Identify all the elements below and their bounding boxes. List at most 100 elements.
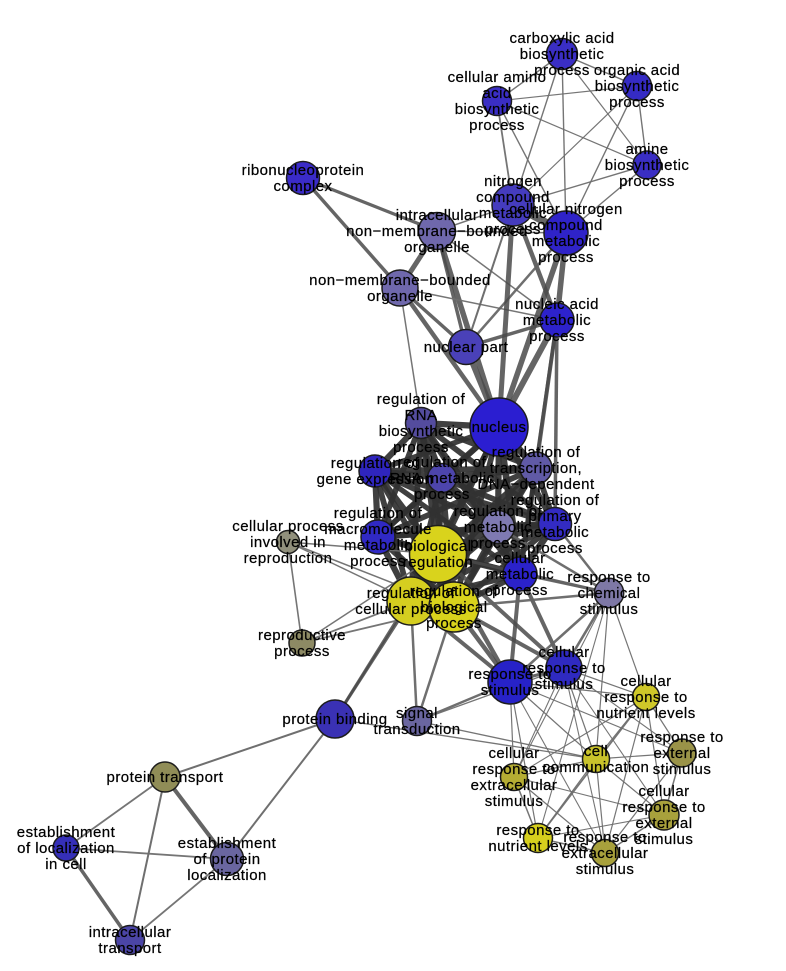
svg-text:cellular: cellular bbox=[620, 673, 671, 690]
svg-text:external: external bbox=[636, 815, 693, 832]
svg-text:biological: biological bbox=[420, 599, 487, 616]
svg-text:biological: biological bbox=[404, 538, 471, 555]
svg-text:transport: transport bbox=[98, 940, 162, 957]
svg-text:process: process bbox=[470, 535, 526, 552]
svg-text:response to: response to bbox=[472, 761, 555, 778]
svg-text:metabolic: metabolic bbox=[344, 537, 412, 554]
svg-text:regulation of: regulation of bbox=[492, 444, 581, 461]
svg-text:of protein: of protein bbox=[193, 851, 260, 868]
svg-text:transcription,: transcription, bbox=[490, 460, 582, 477]
svg-text:transduction: transduction bbox=[373, 721, 460, 738]
svg-text:process: process bbox=[534, 62, 590, 79]
svg-text:metabolic: metabolic bbox=[486, 566, 554, 583]
svg-text:regulation of: regulation of bbox=[377, 391, 466, 408]
svg-text:nucleic acid: nucleic acid bbox=[515, 296, 599, 313]
svg-text:amine: amine bbox=[625, 141, 668, 158]
svg-text:cellular amino: cellular amino bbox=[448, 69, 547, 86]
svg-text:metabolic: metabolic bbox=[523, 312, 591, 329]
svg-text:RNA: RNA bbox=[404, 407, 437, 424]
svg-text:process: process bbox=[393, 439, 449, 456]
svg-text:cellular process: cellular process bbox=[355, 601, 466, 618]
svg-text:nutrient levels: nutrient levels bbox=[488, 838, 587, 855]
svg-text:protein transport: protein transport bbox=[107, 769, 224, 786]
svg-text:extracellular: extracellular bbox=[471, 777, 558, 794]
svg-text:stimulus: stimulus bbox=[653, 761, 712, 778]
svg-text:process: process bbox=[350, 553, 406, 570]
svg-text:process: process bbox=[426, 615, 482, 632]
svg-text:cell: cell bbox=[584, 743, 608, 760]
svg-text:process: process bbox=[469, 117, 525, 134]
svg-text:regulation of: regulation of bbox=[398, 454, 487, 471]
svg-text:process: process bbox=[274, 643, 330, 660]
svg-text:process: process bbox=[538, 249, 594, 266]
svg-text:cellular nitrogen: cellular nitrogen bbox=[509, 201, 623, 218]
svg-text:stimulus: stimulus bbox=[635, 831, 694, 848]
svg-text:nuclear part: nuclear part bbox=[424, 339, 509, 356]
svg-text:non−membrane−bounded: non−membrane−bounded bbox=[309, 272, 491, 289]
svg-text:regulation: regulation bbox=[403, 554, 473, 571]
svg-text:response to: response to bbox=[468, 666, 551, 683]
svg-text:reproductive: reproductive bbox=[258, 627, 346, 644]
svg-text:biosynthetic: biosynthetic bbox=[379, 423, 464, 440]
svg-text:process: process bbox=[485, 221, 541, 238]
svg-text:external: external bbox=[654, 745, 711, 762]
svg-text:organelle: organelle bbox=[404, 239, 470, 256]
svg-text:regulation of: regulation of bbox=[410, 583, 499, 600]
svg-text:primary: primary bbox=[528, 508, 581, 525]
svg-text:stimulus: stimulus bbox=[481, 682, 540, 699]
svg-text:response to: response to bbox=[640, 729, 723, 746]
svg-text:stimulus: stimulus bbox=[535, 676, 594, 693]
svg-text:non−membrane−bounded: non−membrane−bounded bbox=[346, 223, 528, 240]
svg-text:protein binding: protein binding bbox=[282, 711, 387, 728]
svg-text:cellular process: cellular process bbox=[232, 518, 343, 535]
svg-text:compound: compound bbox=[476, 189, 550, 206]
svg-text:regulation of: regulation of bbox=[454, 503, 543, 520]
svg-text:reproduction: reproduction bbox=[244, 550, 333, 567]
svg-text:signal: signal bbox=[396, 705, 438, 722]
svg-text:establishment: establishment bbox=[178, 835, 277, 852]
svg-text:regulation of: regulation of bbox=[367, 585, 456, 602]
svg-text:localization: localization bbox=[187, 867, 267, 884]
svg-text:RNA metabolic: RNA metabolic bbox=[389, 470, 494, 487]
svg-text:regulation of: regulation of bbox=[331, 455, 420, 472]
svg-text:intracellular: intracellular bbox=[396, 207, 479, 224]
svg-text:cellular: cellular bbox=[638, 783, 689, 800]
svg-text:stimulus: stimulus bbox=[485, 793, 544, 810]
svg-text:metabolic: metabolic bbox=[464, 519, 532, 536]
svg-text:metabolic: metabolic bbox=[521, 524, 589, 541]
svg-text:extracellular: extracellular bbox=[562, 845, 649, 862]
svg-text:acid: acid bbox=[482, 85, 511, 102]
svg-text:process: process bbox=[609, 94, 665, 111]
svg-text:involved in: involved in bbox=[250, 534, 326, 551]
svg-text:response to: response to bbox=[567, 569, 650, 586]
svg-text:cellular: cellular bbox=[488, 745, 539, 762]
svg-text:metabolic: metabolic bbox=[479, 205, 547, 222]
svg-text:macromolecule: macromolecule bbox=[324, 521, 432, 538]
svg-text:biosynthetic: biosynthetic bbox=[605, 157, 690, 174]
svg-text:regulation of: regulation of bbox=[511, 492, 600, 509]
svg-text:process: process bbox=[414, 486, 470, 503]
svg-text:stimulus: stimulus bbox=[576, 861, 635, 878]
svg-text:process: process bbox=[527, 540, 583, 557]
svg-text:nucleus: nucleus bbox=[472, 419, 527, 436]
svg-text:DNA−dependent: DNA−dependent bbox=[477, 476, 595, 493]
svg-text:gene expression: gene expression bbox=[317, 471, 434, 488]
svg-text:response to: response to bbox=[563, 829, 646, 846]
svg-text:process: process bbox=[619, 173, 675, 190]
svg-text:cellular: cellular bbox=[538, 644, 589, 661]
svg-text:process: process bbox=[529, 328, 585, 345]
svg-text:biosynthetic: biosynthetic bbox=[455, 101, 540, 118]
svg-text:biosynthetic: biosynthetic bbox=[520, 46, 605, 63]
svg-text:response to: response to bbox=[604, 689, 687, 706]
svg-text:compound: compound bbox=[529, 217, 603, 234]
svg-text:organelle: organelle bbox=[367, 288, 433, 305]
svg-text:response to: response to bbox=[622, 799, 705, 816]
svg-text:establishment: establishment bbox=[17, 824, 116, 841]
svg-text:metabolic: metabolic bbox=[532, 233, 600, 250]
svg-text:complex: complex bbox=[273, 178, 332, 195]
svg-text:biosynthetic: biosynthetic bbox=[595, 78, 680, 95]
svg-text:communication: communication bbox=[543, 759, 650, 776]
svg-text:process: process bbox=[492, 582, 548, 599]
svg-text:organic acid: organic acid bbox=[594, 62, 680, 79]
svg-text:carboxylic acid: carboxylic acid bbox=[509, 30, 614, 47]
